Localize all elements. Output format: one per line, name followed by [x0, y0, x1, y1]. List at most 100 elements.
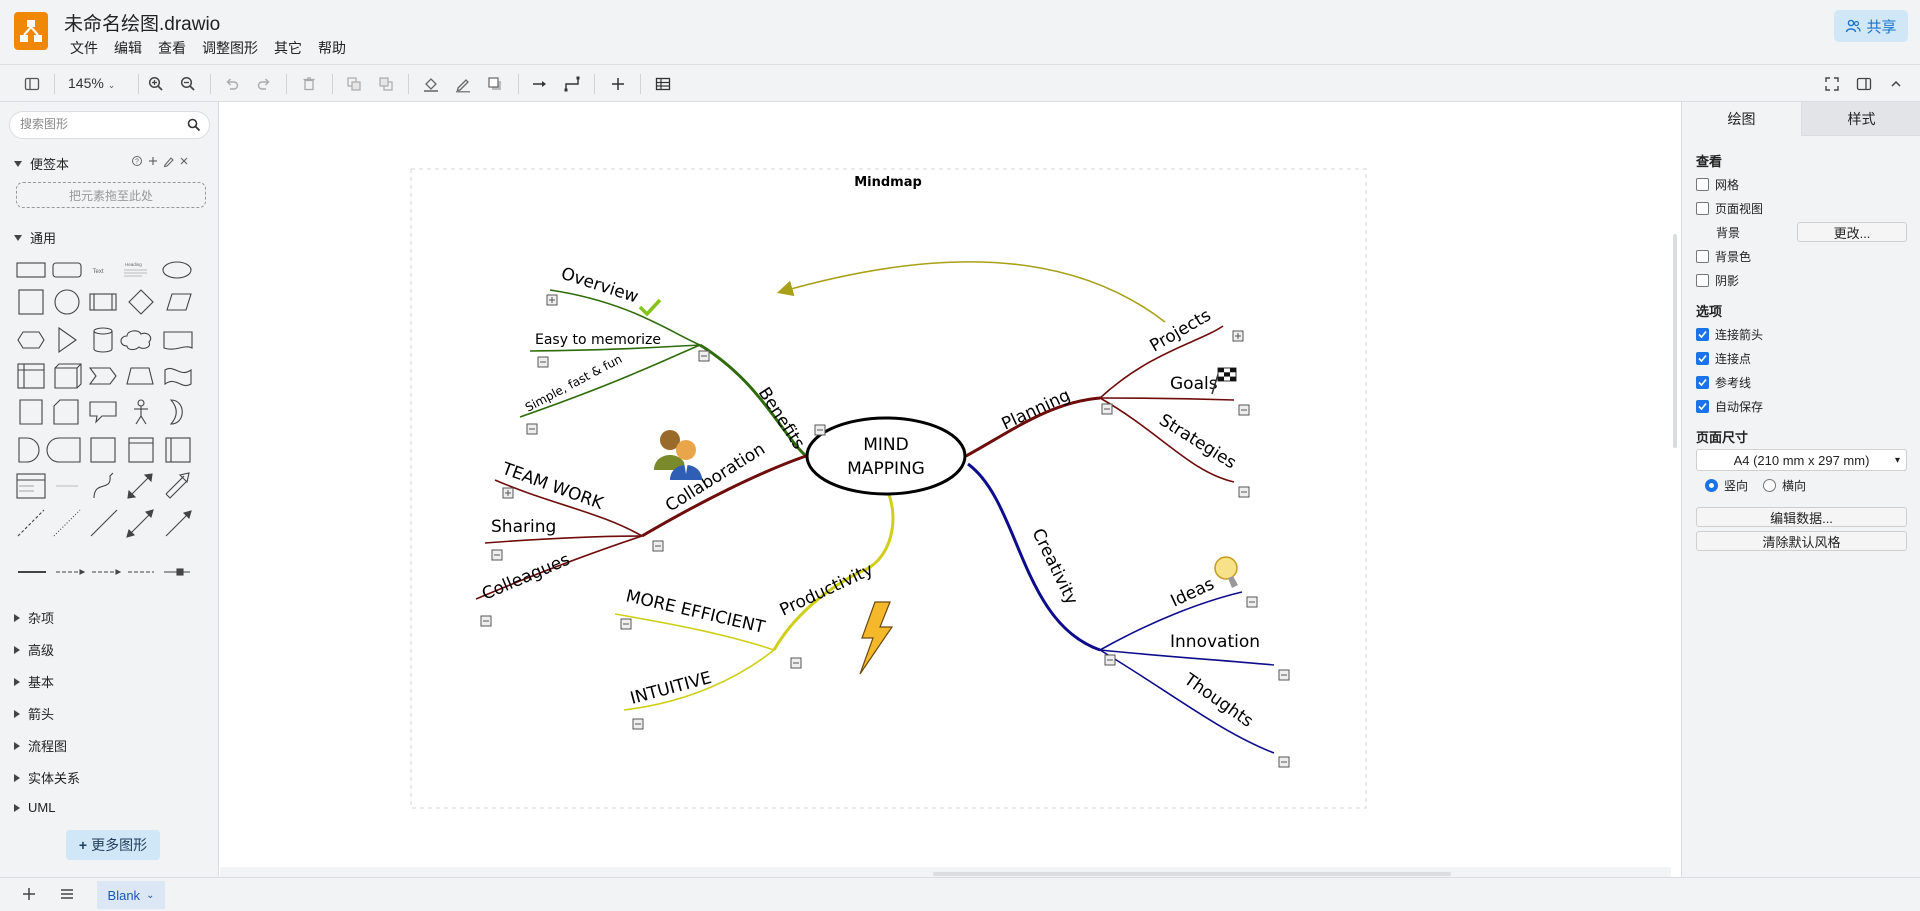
- add-page-button[interactable]: [20, 885, 38, 906]
- guides-checkbox[interactable]: 参考线: [1696, 374, 1751, 391]
- benefits-label[interactable]: Benefits: [754, 384, 809, 453]
- scratchpad-header[interactable]: 便签本: [14, 154, 69, 173]
- shape-diamond[interactable]: [128, 289, 154, 315]
- shape-note[interactable]: [19, 399, 43, 425]
- shape-text[interactable]: Text: [92, 269, 103, 275]
- mind-mapping-node[interactable]: [805, 416, 967, 496]
- menu-arrange[interactable]: 调整图形: [202, 40, 258, 56]
- shape-callout[interactable]: [89, 401, 117, 424]
- collapse-toggle-icon[interactable]: [652, 540, 664, 552]
- collapse-toggle-icon[interactable]: [480, 615, 492, 627]
- category-basic[interactable]: 基本: [14, 672, 54, 691]
- collapse-toolbar-button[interactable]: [1884, 65, 1908, 103]
- shadow-button[interactable]: [483, 65, 507, 103]
- to-front-button[interactable]: [342, 65, 366, 103]
- scratchpad-dropzone[interactable]: 把元素拖至此处: [16, 182, 206, 208]
- mindmap-container[interactable]: [410, 168, 1367, 809]
- shape-data-storage[interactable]: [46, 437, 81, 463]
- format-panel-toggle[interactable]: [1852, 65, 1876, 103]
- add-icon[interactable]: [149, 157, 157, 165]
- shape-step[interactable]: [88, 367, 117, 385]
- shape-trapezoid[interactable]: [126, 367, 154, 385]
- expand-toggle-icon[interactable]: [1232, 330, 1244, 342]
- diagram-canvas[interactable]: Mindmap Benefits Overview Easy to memori…: [220, 102, 1671, 877]
- page-size-select[interactable]: A4 (210 mm x 297 mm)▾: [1696, 449, 1907, 471]
- grid-checkbox[interactable]: 网格: [1696, 176, 1739, 193]
- connection-style-button[interactable]: [528, 65, 552, 103]
- planning-branch-lines[interactable]: [965, 325, 1235, 483]
- shape-and[interactable]: [18, 437, 40, 463]
- shape-connector-4[interactable]: [164, 568, 190, 576]
- document-title[interactable]: 未命名绘图.drawio: [64, 14, 221, 35]
- shape-square[interactable]: [18, 289, 44, 315]
- search-input[interactable]: [20, 117, 180, 131]
- landscape-radio[interactable]: 横向: [1763, 477, 1806, 494]
- collapse-toggle-icon[interactable]: [1278, 756, 1290, 768]
- team-work-label[interactable]: TEAM WORK: [498, 459, 606, 515]
- mindmap-title[interactable]: Mindmap: [854, 175, 922, 190]
- shape-container[interactable]: [90, 437, 116, 463]
- change-background-button[interactable]: 更改...: [1797, 222, 1907, 242]
- creativity-label[interactable]: Creativity: [1028, 525, 1082, 608]
- shape-internal-storage[interactable]: [17, 363, 45, 389]
- collapse-toggle-icon[interactable]: [1238, 404, 1250, 416]
- category-uml[interactable]: UML: [14, 800, 55, 815]
- shape-bidirectional-arrow[interactable]: [127, 473, 153, 499]
- shape-swimlane[interactable]: [128, 437, 154, 463]
- shape-connector-2[interactable]: [92, 569, 122, 575]
- expand-toggle-icon[interactable]: [546, 294, 558, 306]
- shape-cube[interactable]: [54, 363, 82, 389]
- pages-menu-button[interactable]: [58, 885, 76, 906]
- category-entity-relation[interactable]: 实体关系: [14, 768, 80, 787]
- insert-button[interactable]: [606, 65, 630, 103]
- search-icon[interactable]: [187, 118, 201, 132]
- edit-data-button[interactable]: 编辑数据...: [1696, 507, 1907, 527]
- shape-process[interactable]: [89, 293, 117, 311]
- shape-dotted-line[interactable]: [53, 509, 81, 537]
- waypoints-button[interactable]: [560, 65, 584, 103]
- menu-view[interactable]: 查看: [158, 40, 186, 56]
- help-icon[interactable]: ?: [132, 156, 142, 166]
- horizontal-scrollbar[interactable]: [933, 872, 1451, 876]
- zoom-in-button[interactable]: [144, 65, 168, 103]
- menu-extras[interactable]: 其它: [274, 40, 302, 56]
- shape-connector-1[interactable]: [56, 569, 86, 575]
- menu-help[interactable]: 帮助: [318, 40, 346, 56]
- shape-circle[interactable]: [54, 289, 80, 315]
- planning-label[interactable]: Planning: [999, 385, 1074, 434]
- collapse-toggle-icon[interactable]: [526, 423, 538, 435]
- shape-list[interactable]: [16, 473, 46, 499]
- collapse-toggle-icon[interactable]: [1104, 654, 1116, 666]
- shape-arrow[interactable]: [165, 472, 190, 499]
- page-view-checkbox[interactable]: 页面视图: [1696, 200, 1763, 217]
- general-section-header[interactable]: 通用: [14, 228, 56, 247]
- benefits-branch-lines[interactable]: [519, 289, 808, 458]
- category-misc[interactable]: 杂项: [14, 608, 54, 627]
- collapse-toggle-icon[interactable]: [790, 657, 802, 669]
- category-flowchart[interactable]: 流程图: [14, 736, 67, 755]
- close-icon[interactable]: [180, 157, 188, 165]
- to-back-button[interactable]: [374, 65, 398, 103]
- collapse-toggle-icon[interactable]: [698, 350, 710, 362]
- shape-triangle[interactable]: [58, 326, 77, 354]
- shape-line[interactable]: [90, 509, 118, 537]
- shape-dashed-line[interactable]: [17, 509, 45, 537]
- creativity-branch-lines[interactable]: [967, 462, 1275, 754]
- undo-button[interactable]: [220, 65, 244, 103]
- toggle-sidebar-button[interactable]: [20, 65, 44, 103]
- fullscreen-button[interactable]: [1820, 65, 1844, 103]
- table-button[interactable]: [651, 65, 675, 103]
- collaboration-branch-lines[interactable]: [475, 454, 807, 600]
- shape-rectangle[interactable]: [16, 262, 46, 278]
- shape-textbox[interactable]: Heading: [124, 262, 147, 277]
- more-shapes-button[interactable]: +更多图形: [66, 830, 160, 860]
- shape-parallelogram[interactable]: [166, 293, 192, 311]
- collapse-toggle-icon[interactable]: [1238, 486, 1250, 498]
- connection-points-checkbox[interactable]: 连接点: [1696, 350, 1751, 367]
- zoom-out-button[interactable]: [176, 65, 200, 103]
- shape-document[interactable]: [163, 331, 193, 350]
- intuitive-label[interactable]: INTUITIVE: [628, 668, 714, 709]
- redo-button[interactable]: [252, 65, 276, 103]
- more-efficient-label[interactable]: MORE EFFICIENT: [624, 586, 768, 638]
- background-color-checkbox[interactable]: 背景色: [1696, 248, 1751, 265]
